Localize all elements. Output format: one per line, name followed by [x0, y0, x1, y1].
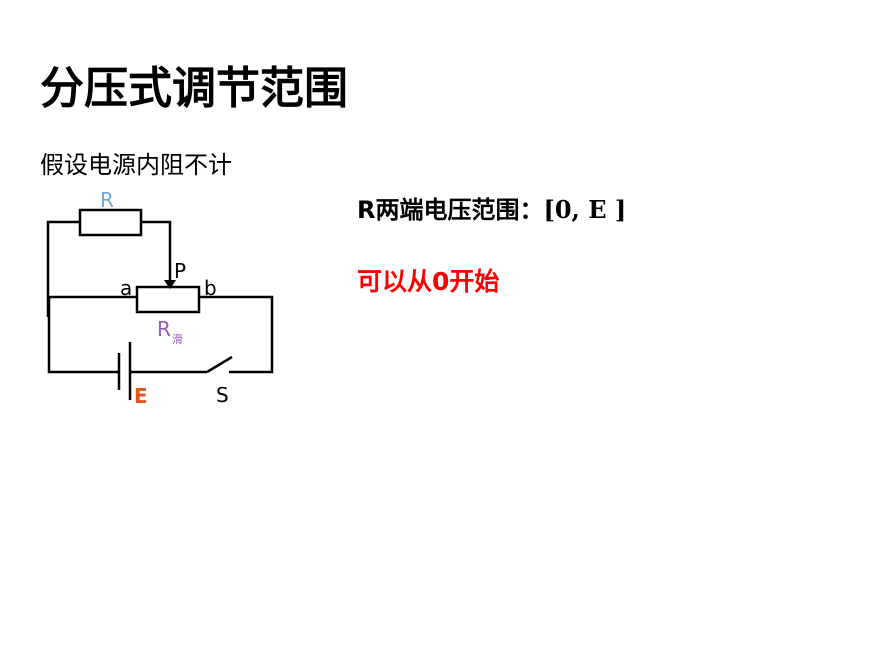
range-value: [0, E ]	[543, 195, 627, 224]
label-e: E	[134, 384, 148, 408]
slider-arrow-icon	[164, 280, 176, 289]
label-s: S	[216, 383, 229, 407]
assumption-text: 假设电源内阻不计	[40, 151, 232, 179]
range-prefix: R两端电压范围：	[357, 196, 544, 224]
wire	[199, 295, 274, 374]
rheostat	[135, 285, 201, 314]
slide-title: 分压式调节范围	[40, 63, 348, 114]
label-p: P	[174, 259, 186, 283]
label-r: R	[100, 188, 114, 212]
label-r-slide: R	[157, 317, 171, 341]
note-text: 可以从0开始	[357, 267, 500, 296]
wire	[47, 297, 119, 374]
label-b: b	[204, 276, 217, 300]
voltage-range-text: R两端电压范围：[0, E ]	[357, 190, 626, 225]
wire	[46, 220, 80, 317]
switch-blade	[206, 355, 233, 374]
wire	[141, 220, 172, 282]
resistor-r	[78, 208, 143, 237]
label-r-slide-sub: 滑	[172, 333, 183, 346]
label-a: a	[120, 276, 132, 300]
